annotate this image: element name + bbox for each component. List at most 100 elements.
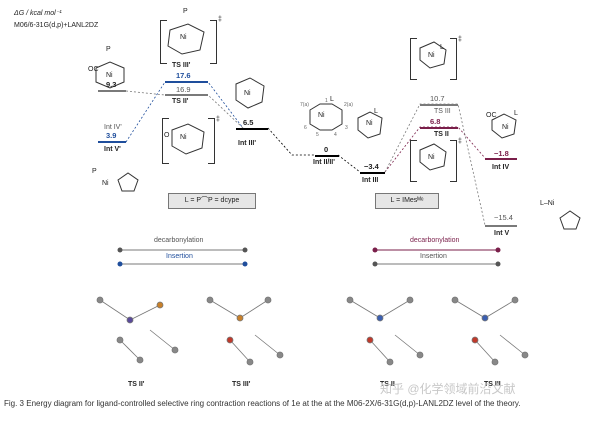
state-ts2: TS II [434,131,449,138]
state-int5: Int V [494,230,510,237]
atom-ni-ts3: Ni [428,52,435,59]
figure-caption: Fig. 3 Energy diagram for ligand-control… [4,399,521,408]
ring-num-2: 2(a) [344,102,353,108]
axis-label: ΔG / kcal mol⁻¹ [14,10,62,17]
level-ts2 [420,127,458,129]
atom-l-ts3: L [440,44,444,51]
ring-ts3p [167,23,205,55]
pentagon-int5p [117,172,139,192]
atom-p-ts3p: P [183,8,188,15]
atom-l-int3: L [374,108,378,115]
state-ts3: TS III [434,108,451,115]
legend-left-insertion: Insertion [166,253,193,260]
insertion-connector-right [384,103,486,226]
ring-int2 [309,103,343,131]
render-ts3p [206,296,284,366]
structure-label-ts2p: TS II' [128,381,145,388]
atom-ni-int4: Ni [502,124,509,131]
ring-num-5: 5 [316,132,319,138]
render-ts2p [96,296,179,364]
method-label: M06/6-31G(d,p)+LANL2DZ [14,22,99,29]
bracket-ts3p-right [210,20,217,64]
structure-label-ts3p: TS III' [232,381,251,388]
ring-num-4: 4 [334,132,337,138]
legend-right-insertion: Insertion [420,253,447,260]
ring-ts2p [171,123,205,155]
legend-right-decarbonylation: decarbonylation [410,237,460,244]
atom-ni-ts2p: Ni [180,134,187,141]
dagger-ts2p: ‡ [216,116,220,123]
value-int4p: 9.3 [106,80,117,89]
level-int4 [485,158,517,160]
bracket-ts2p-left [162,118,169,164]
state-int3: Int III [362,177,379,184]
value-ts3p: 17.6 [176,71,191,80]
value-ts2p: 16.9 [176,85,191,94]
level-int3p [236,128,268,130]
dagger-ts2: ‡ [458,138,462,145]
watermark: 知乎 @化学领域前沿文献 [380,382,516,396]
bracket-ts2-right [450,140,457,182]
render-ts2 [346,296,424,366]
structure-label-ts3: TS III [484,381,501,388]
atom-lni-int5: L–Ni [540,200,555,207]
atom-p-int5p: P [92,168,97,175]
ring-ts2 [419,143,447,171]
value-int3p: 6.5 [243,118,254,127]
state-int5p: Int V' [104,146,121,153]
dagger-ts3p: ‡ [218,16,222,23]
level-int5 [485,225,517,227]
atom-oc-int4p: OC [88,66,99,73]
legend-left-decarbonylation: decarbonylation [154,237,204,244]
atom-l-int4: L [514,110,518,117]
bracket-ts3p-left [160,20,167,64]
atom-ni-int5p: Ni [102,180,109,187]
atom-ni-int3: Ni [366,120,373,127]
state-int3p: Int III' [238,140,256,147]
state-int4p: Int IV' [104,124,122,131]
dagger-ts3: ‡ [458,36,462,43]
legend-left [117,247,248,267]
ligand-box-left: L = P⌒P = dcype [168,193,256,209]
level-int4p [98,90,126,92]
bracket-ts3-left [410,38,417,80]
atom-oc-int4: OC [486,112,497,119]
level-ts3p [165,81,208,83]
state-int2: Int II/II' [313,159,335,166]
atom-ni-int3p: Ni [244,90,251,97]
ring-ts3 [419,41,447,69]
level-int3 [360,172,385,174]
atom-o-ts2p: O [164,132,170,139]
value-int3: −3.4 [364,162,379,171]
value-int4: −1.8 [494,149,509,158]
bracket-ts2-left [410,140,417,182]
value-ts3: 10.7 [430,94,445,103]
atom-ni-int4p: Ni [106,72,113,79]
structure-label-ts2: TS II [380,381,395,388]
connector-int3p-int2 [267,127,315,156]
ring-num-6: 6 [304,125,307,131]
ring-num-7: 7(a) [300,102,309,108]
render-ts3 [451,296,529,366]
level-int2 [315,155,339,157]
state-ts3p: TS III' [172,62,191,69]
pentagon-int5 [559,210,581,230]
connector-int2-int3 [337,154,361,173]
state-ts2p: TS II' [172,98,189,105]
ring-int4 [491,113,517,139]
atom-p-int4p: P [106,46,111,53]
state-int4: Int IV [492,164,510,171]
level-int5p [98,141,126,143]
atom-ni-int2: Ni [318,112,325,119]
legend-right [372,247,501,267]
ring-num-3: 3 [345,125,348,131]
atom-ni-ts3p: Ni [180,34,187,41]
ring-int3p [235,77,265,109]
structure-renders [96,296,529,366]
value-int5: −15.4 [494,213,513,222]
value-int2: 0 [324,145,329,154]
bracket-ts3-right [450,38,457,80]
structure-sketches [95,23,581,230]
